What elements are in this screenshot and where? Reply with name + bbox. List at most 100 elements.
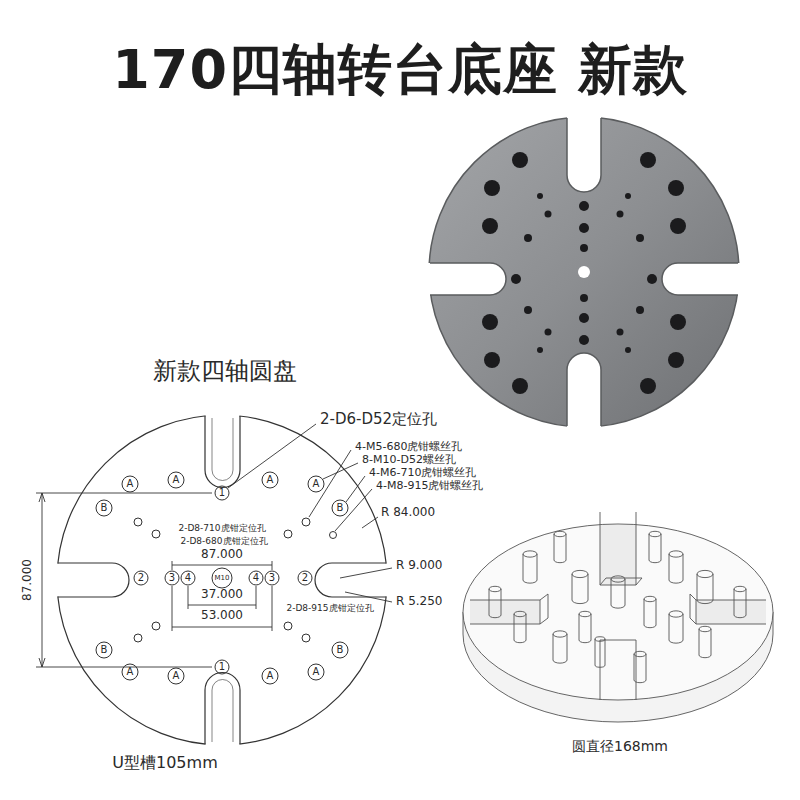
plate-photo-part-part	[512, 378, 528, 394]
plate-drawing-part-part	[96, 642, 112, 658]
dimension: 87.000	[21, 559, 35, 601]
hole-cylinder	[572, 570, 588, 577]
plate-drawing-part-part	[122, 476, 138, 492]
hole-cylinder	[734, 589, 746, 618]
callout-note: 2-D8-915虎钳定位孔	[286, 603, 373, 613]
plate-drawing-part-part	[308, 476, 324, 492]
dimension: 37.000	[201, 588, 243, 602]
plate-drawing-part-part	[165, 571, 179, 585]
plate-drawing-part-part	[249, 571, 263, 585]
plate-photo-part-part	[482, 314, 498, 330]
callout-note: 4-M6-710虎钳螺丝孔	[369, 467, 476, 480]
plate-drawing-part-part	[215, 486, 229, 500]
hole-cylinder	[649, 531, 661, 536]
plate-drawing-part-part	[309, 450, 351, 517]
plate-drawing-part-part	[323, 463, 358, 479]
plate-drawing-part-part	[284, 530, 292, 538]
plate-drawing-part	[205, 416, 240, 488]
plate-drawing-part-part	[262, 472, 278, 488]
plate-photo-part-part	[511, 274, 521, 284]
wireframe-view-part	[600, 512, 642, 585]
plate-photo-part-part	[640, 378, 656, 394]
plate-drawing-part-part	[39, 493, 45, 667]
hole-cylinder	[669, 554, 683, 583]
plate-drawing-part-part	[152, 530, 160, 538]
plate-photo-part-part	[580, 244, 588, 252]
plate-photo-part-part	[670, 314, 686, 330]
callout-note: 2-D8-680虎钳定位孔	[180, 536, 267, 546]
plate-drawing-part-part	[152, 622, 160, 630]
plate-drawing-part-part	[284, 622, 292, 630]
hole-label: A	[267, 670, 274, 682]
plate-drawing-part-part	[36, 493, 212, 494]
hole-cylinder	[514, 614, 526, 643]
plate-photo	[422, 110, 746, 435]
callout-note: 2-D8-710虎钳定位孔	[178, 523, 265, 533]
caption-note: 圆直径168mm	[572, 738, 668, 754]
plate-drawing-part	[212, 418, 233, 481]
hole-cylinder	[579, 614, 591, 643]
plate-photo-part-part	[670, 218, 686, 234]
plate-drawing-part-part	[168, 472, 184, 488]
plate-photo-part-part	[617, 211, 624, 218]
plate-drawing-part-part	[215, 660, 229, 674]
view-heading: 新款四轴圆盘	[153, 358, 297, 386]
hole-cylinder	[523, 554, 537, 583]
plate-drawing-part	[96, 472, 348, 684]
hole-cylinder	[554, 531, 566, 536]
hole-label: A	[173, 474, 180, 486]
plate-photo-part-part	[579, 201, 589, 211]
plate-drawing-part	[206, 453, 240, 487]
dimension: R 9.000	[396, 559, 443, 573]
plate-drawing-part-part	[168, 668, 184, 684]
hole-label: 2	[138, 572, 144, 584]
hole-cylinder	[699, 629, 711, 658]
plate-photo-part-part	[512, 152, 528, 168]
hole-cylinder	[553, 634, 567, 663]
hole-label: 3	[169, 572, 175, 584]
plate-photo-part-part	[617, 329, 624, 336]
plate-drawing-part-part	[42, 493, 43, 667]
wireframe-view-part	[600, 525, 636, 585]
plate-drawing-part-part	[302, 518, 310, 526]
plate-drawing	[36, 405, 394, 750]
hole-label: M10	[215, 574, 230, 582]
wireframe-view-part	[540, 594, 696, 624]
plate-drawing-part	[205, 673, 240, 745]
callout-note: 4-M8-915虎钳螺丝孔	[376, 480, 483, 493]
hole-label: A	[173, 670, 180, 682]
plate-photo-part	[578, 266, 590, 278]
callout-note: 8-M10-D52螺丝孔	[362, 454, 456, 467]
hole-cylinder	[634, 654, 646, 683]
plate-photo-part-part	[640, 152, 656, 168]
plate-drawing-part-part	[262, 668, 278, 684]
plate-drawing-part	[315, 563, 386, 597]
plate-drawing-part-part	[134, 518, 142, 526]
hole-label: B	[337, 644, 344, 656]
dimension: 53.000	[201, 609, 243, 623]
hole-label: A	[127, 478, 134, 490]
callout-note: 4-M5-680虎钳螺丝孔	[355, 441, 462, 454]
hole-label: A	[313, 478, 320, 490]
hole-cylinder	[579, 611, 591, 616]
plate-photo-part-part	[524, 234, 532, 242]
plate-drawing-part	[206, 673, 240, 707]
hole-cylinder	[644, 599, 656, 628]
hole-cylinder	[644, 596, 656, 601]
plate-drawing-part-part	[362, 517, 378, 528]
plate-drawing-part-part	[96, 500, 112, 516]
hole-label: 1	[219, 487, 225, 499]
page-title: 170四轴转台底座 新款	[112, 34, 688, 107]
plate-photo-part-part	[484, 180, 500, 196]
plate-photo-part	[567, 353, 601, 426]
hole-cylinder	[523, 551, 537, 557]
dimension: R 84.000	[381, 506, 435, 520]
dimension: R 5.250	[396, 595, 443, 609]
plate-photo-part	[482, 152, 686, 394]
plate-drawing-part	[96, 564, 129, 597]
callout-note: 2-D6-D52定位孔	[320, 411, 437, 428]
plate-photo-part-part	[668, 180, 684, 196]
plate-photo-part-part	[580, 294, 588, 302]
plate-photo-part-part	[482, 218, 498, 234]
